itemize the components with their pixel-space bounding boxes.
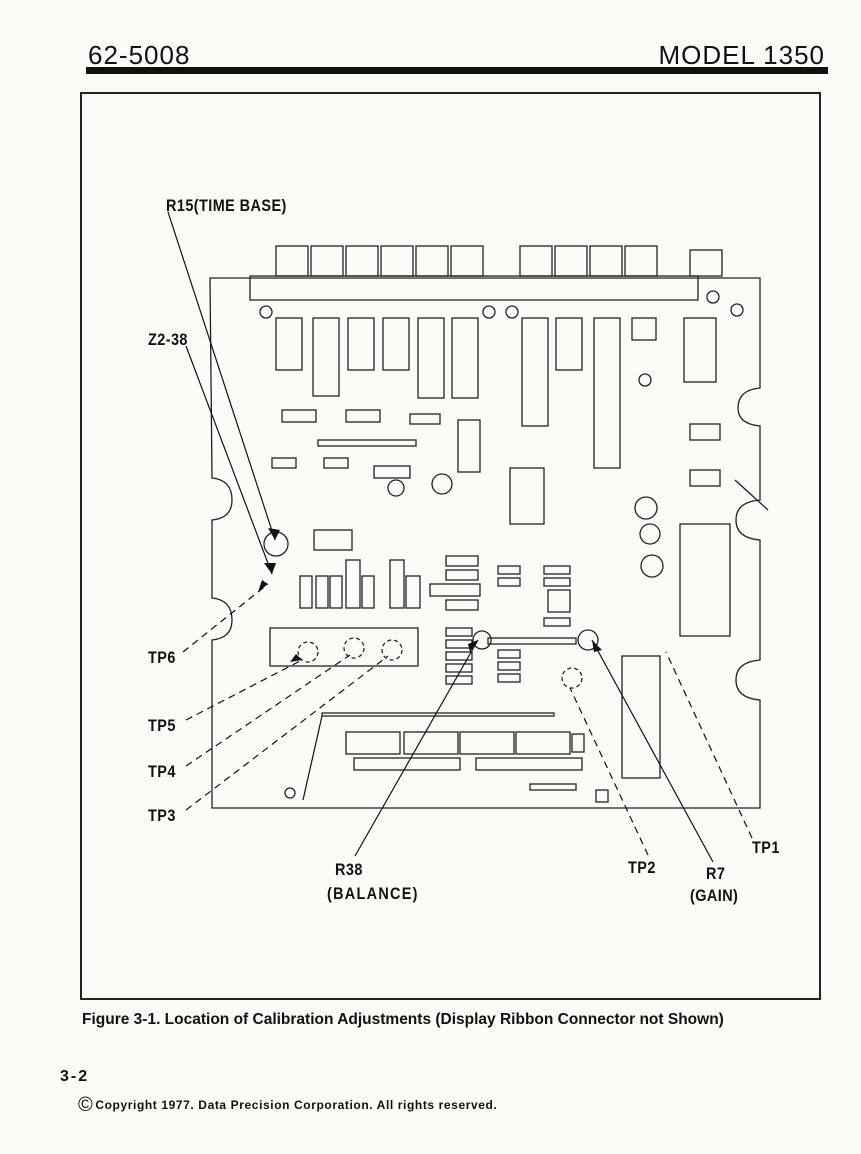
leader-tp2 (570, 688, 648, 855)
label-tp3: TP3 (148, 806, 176, 826)
figure-caption: Figure 3-1. Location of Calibration Adju… (82, 1011, 724, 1029)
copyright-symbol-icon: © (78, 1094, 93, 1116)
copyright-text: Copyright 1977. Data Precision Corporati… (95, 1098, 497, 1112)
copyright-notice: ©Copyright 1977. Data Precision Corporat… (78, 1094, 497, 1117)
label-tp4: TP4 (148, 762, 176, 782)
label-balance: (BALANCE) (327, 884, 419, 904)
label-r7: R7 (706, 864, 725, 884)
leader-tp6 (183, 584, 268, 652)
leader-z2 (186, 346, 272, 574)
label-gain: (GAIN) (690, 886, 738, 906)
leader-tp1 (666, 652, 752, 838)
label-tp6: TP6 (148, 648, 176, 668)
page-number: 3-2 (60, 1068, 89, 1086)
label-r15-time-base: R15(TIME BASE) (166, 196, 287, 216)
label-tp1: TP1 (752, 838, 780, 858)
test-point-markers (298, 638, 582, 688)
leader-r15 (168, 212, 275, 540)
leader-right (735, 480, 768, 510)
label-r38: R38 (335, 860, 363, 880)
leader-r7 (592, 640, 713, 862)
leader-tp5 (186, 660, 302, 720)
leader-extra-left (303, 716, 322, 800)
label-z2-38: Z2-38 (148, 330, 188, 350)
label-tp5: TP5 (148, 716, 176, 736)
leader-tp3 (186, 656, 388, 810)
switch-caps (250, 246, 722, 300)
label-tp2: TP2 (628, 858, 656, 878)
components (260, 291, 743, 802)
leader-tp4 (186, 655, 350, 766)
